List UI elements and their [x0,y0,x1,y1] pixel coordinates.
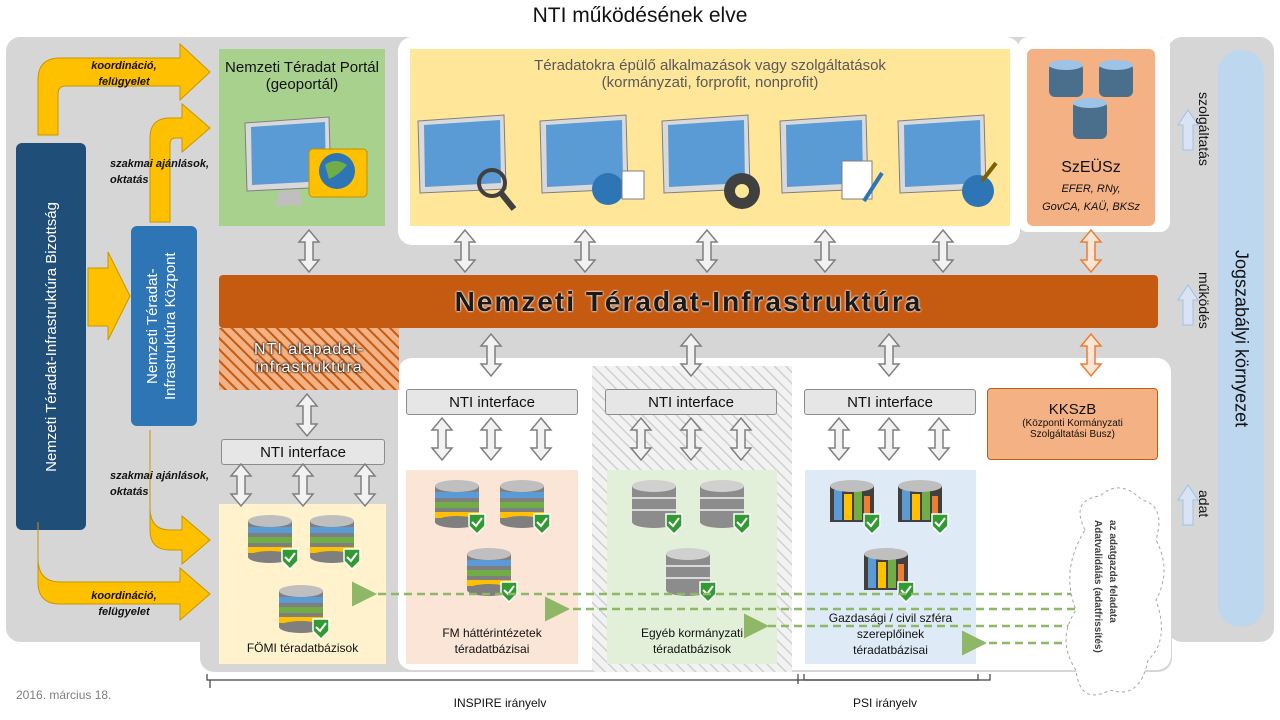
monitor-document-pen-icon [779,114,884,203]
data-label: adat [1196,490,1212,518]
coordination-arrows [37,42,211,622]
coord-top-label: koordináció, felügyelet [91,60,157,88]
gazd-label-line3: téradatbázisai [853,643,928,657]
center-box: Nemzeti Téradat-Infrastruktúra Központ [131,226,197,426]
szeusz-title: SzEÜSz [1061,159,1121,176]
coord-bottom-label: koordináció, felügyelet [91,590,157,618]
alapadat-line2: infrastruktúra [255,359,363,376]
cloud-line2: az adatgazda feladata [1107,520,1118,623]
nti-interface-fm: NTI interface [406,389,578,415]
monitor-globe-checklist-icon [539,114,645,205]
inspire-label: INSPIRE irányelv [453,696,547,710]
alapadat-line1: NTI alapadat- [254,341,364,358]
right-side-arrows [1177,109,1199,526]
apps-title: Téradatokra épülő alkalmazások vagy szol… [534,57,886,74]
psi-label: PSI irányelv [852,696,918,710]
kkszb-title: KKSzB [1048,401,1097,418]
egyeb-label-line1: Egyéb kormányzati [640,626,744,640]
nti-bar: Nemzeti Téradat-Infrastruktúra [219,275,1158,328]
portal-box: Nemzeti Téradat Portál (geoportál) [219,49,385,226]
gazd-label-line1: Gazdasági / civil szféra [828,611,953,625]
fm-label-line1: FM háttérintézetek [442,626,542,640]
committee-box: Nemzeti Téradat-Infrastruktúra Bizottság [16,143,86,530]
validation-cloud [1065,487,1165,696]
date-label: 2016. március 18. [16,688,112,702]
cloud-line1: Adatvalidálás (adatfrissítés) [1092,520,1103,653]
monitor-globe-wrench-icon [897,114,998,207]
szeusz-line1: EFER, RNy, [1061,183,1121,195]
kkszb-line2: Szolgáltatási Busz) [1029,429,1116,440]
prof-bottom-label: szakmai ajánlások, oktatás [110,470,210,498]
nti-bar-label: Nemzeti Téradat-Infrastruktúra [454,285,923,317]
szeusz-box: SzEÜSz EFER, RNy, GovCA, KAÜ, BKSz [1027,49,1155,226]
service-label: szolgáltatás [1196,92,1212,166]
validation-cloud-text: Adatvalidálás (adatfrissítés) az adatgaz… [1092,520,1118,690]
server-stack-icon [1049,60,1133,139]
operation-label: működés [1196,272,1212,329]
fomi-label: FÖMI téradatbázisok [246,641,359,655]
egyeb-label-line2: téradatbázisok [652,642,732,656]
prof-top-label: szakmai ajánlások, oktatás [110,158,210,186]
fm-label-line2: téradatbázisai [454,642,530,656]
nti-interface-egyeb: NTI interface [605,389,777,415]
portal-title: Nemzeti Téradat Portál [225,59,379,76]
alapadat-box: NTI alapadat- infrastruktúra [219,328,399,390]
gazd-label-line2: szereplőinek [856,627,925,641]
monitor-magnifier-icon [417,114,517,211]
kkszb-box: KKSzB (Központi Kormányzati Szolgáltatás… [987,388,1158,460]
szeusz-line2: GovCA, KAÜ, BKSz [1042,201,1140,213]
alapadat-hatch [219,328,399,390]
portal-monitor-icon [244,116,368,206]
diagram-title: NTI működésének elve [532,4,748,27]
nti-interface-gazd: NTI interface [804,389,976,415]
kkszb-line1: (Központi Kormányzati [1022,418,1123,429]
apps-box: Téradatokra épülő alkalmazások vagy szol… [410,49,1010,226]
portal-subtitle: (geoportál) [265,76,339,93]
monitor-gear-icon [661,114,760,209]
legal-environment-label: Jogszabályi környezet [1231,249,1252,428]
legal-environment-bar: Jogszabályi környezet [1218,50,1264,627]
app-monitor-icons [417,114,998,211]
apps-subtitle: (kormányzati, forprofit, nonprofit) [601,74,819,91]
